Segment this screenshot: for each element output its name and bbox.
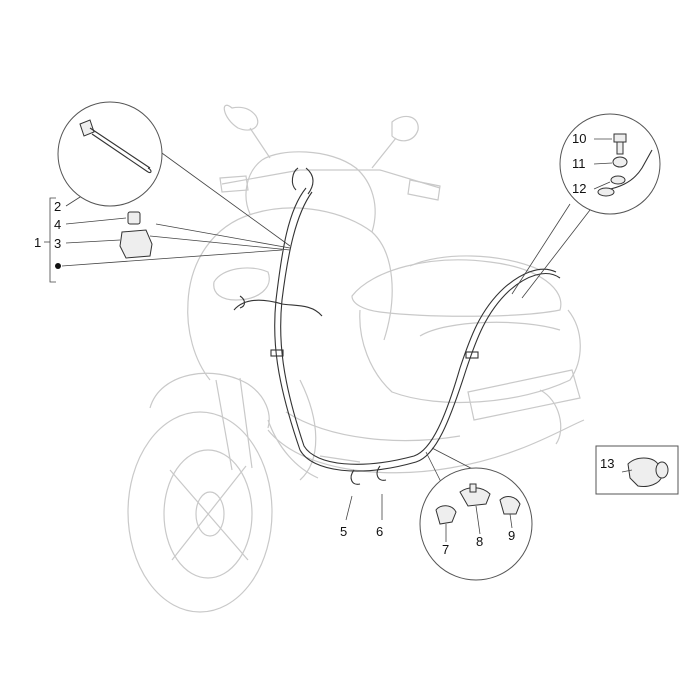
- washer-part: [610, 175, 626, 185]
- cable-tie-part: [79, 119, 95, 137]
- cable-harness: [233, 167, 561, 485]
- callout-13: 13: [600, 456, 614, 471]
- detail-box-connector: [595, 445, 679, 495]
- callout-12: 12: [572, 181, 586, 196]
- nut-part: [612, 156, 628, 168]
- callout-3: 3: [54, 236, 61, 251]
- clip-part-7: [435, 505, 457, 525]
- callout-labels: 1 2 3 4 5 6 7 8 9 10 11 12 13: [34, 131, 614, 557]
- callout-2: 2: [54, 199, 61, 214]
- callout-6: 6: [376, 524, 383, 539]
- connector-part: [127, 211, 141, 225]
- clip-part-8: [459, 487, 491, 507]
- hardware-leaders: [445, 138, 633, 542]
- detail-circle-clips: [419, 467, 533, 581]
- callout-10: 10: [572, 131, 586, 146]
- callout-9: 9: [508, 528, 515, 543]
- bolt-part: [613, 133, 627, 143]
- detail-circle-ground-bolt: [559, 113, 661, 215]
- callout-7: 7: [442, 542, 449, 557]
- scooter-outline: [127, 104, 585, 613]
- callout-8: 8: [476, 534, 483, 549]
- callout-11: 11: [572, 156, 586, 171]
- group-1-bracket: [44, 197, 61, 283]
- item-dot-marker: [55, 263, 61, 269]
- detail-circle-tie: [57, 101, 163, 207]
- callout-1: 1: [34, 235, 41, 250]
- callout-4: 4: [54, 217, 61, 232]
- relay-part: [119, 229, 153, 259]
- clip-part-9: [499, 496, 521, 515]
- callout-5: 5: [340, 524, 347, 539]
